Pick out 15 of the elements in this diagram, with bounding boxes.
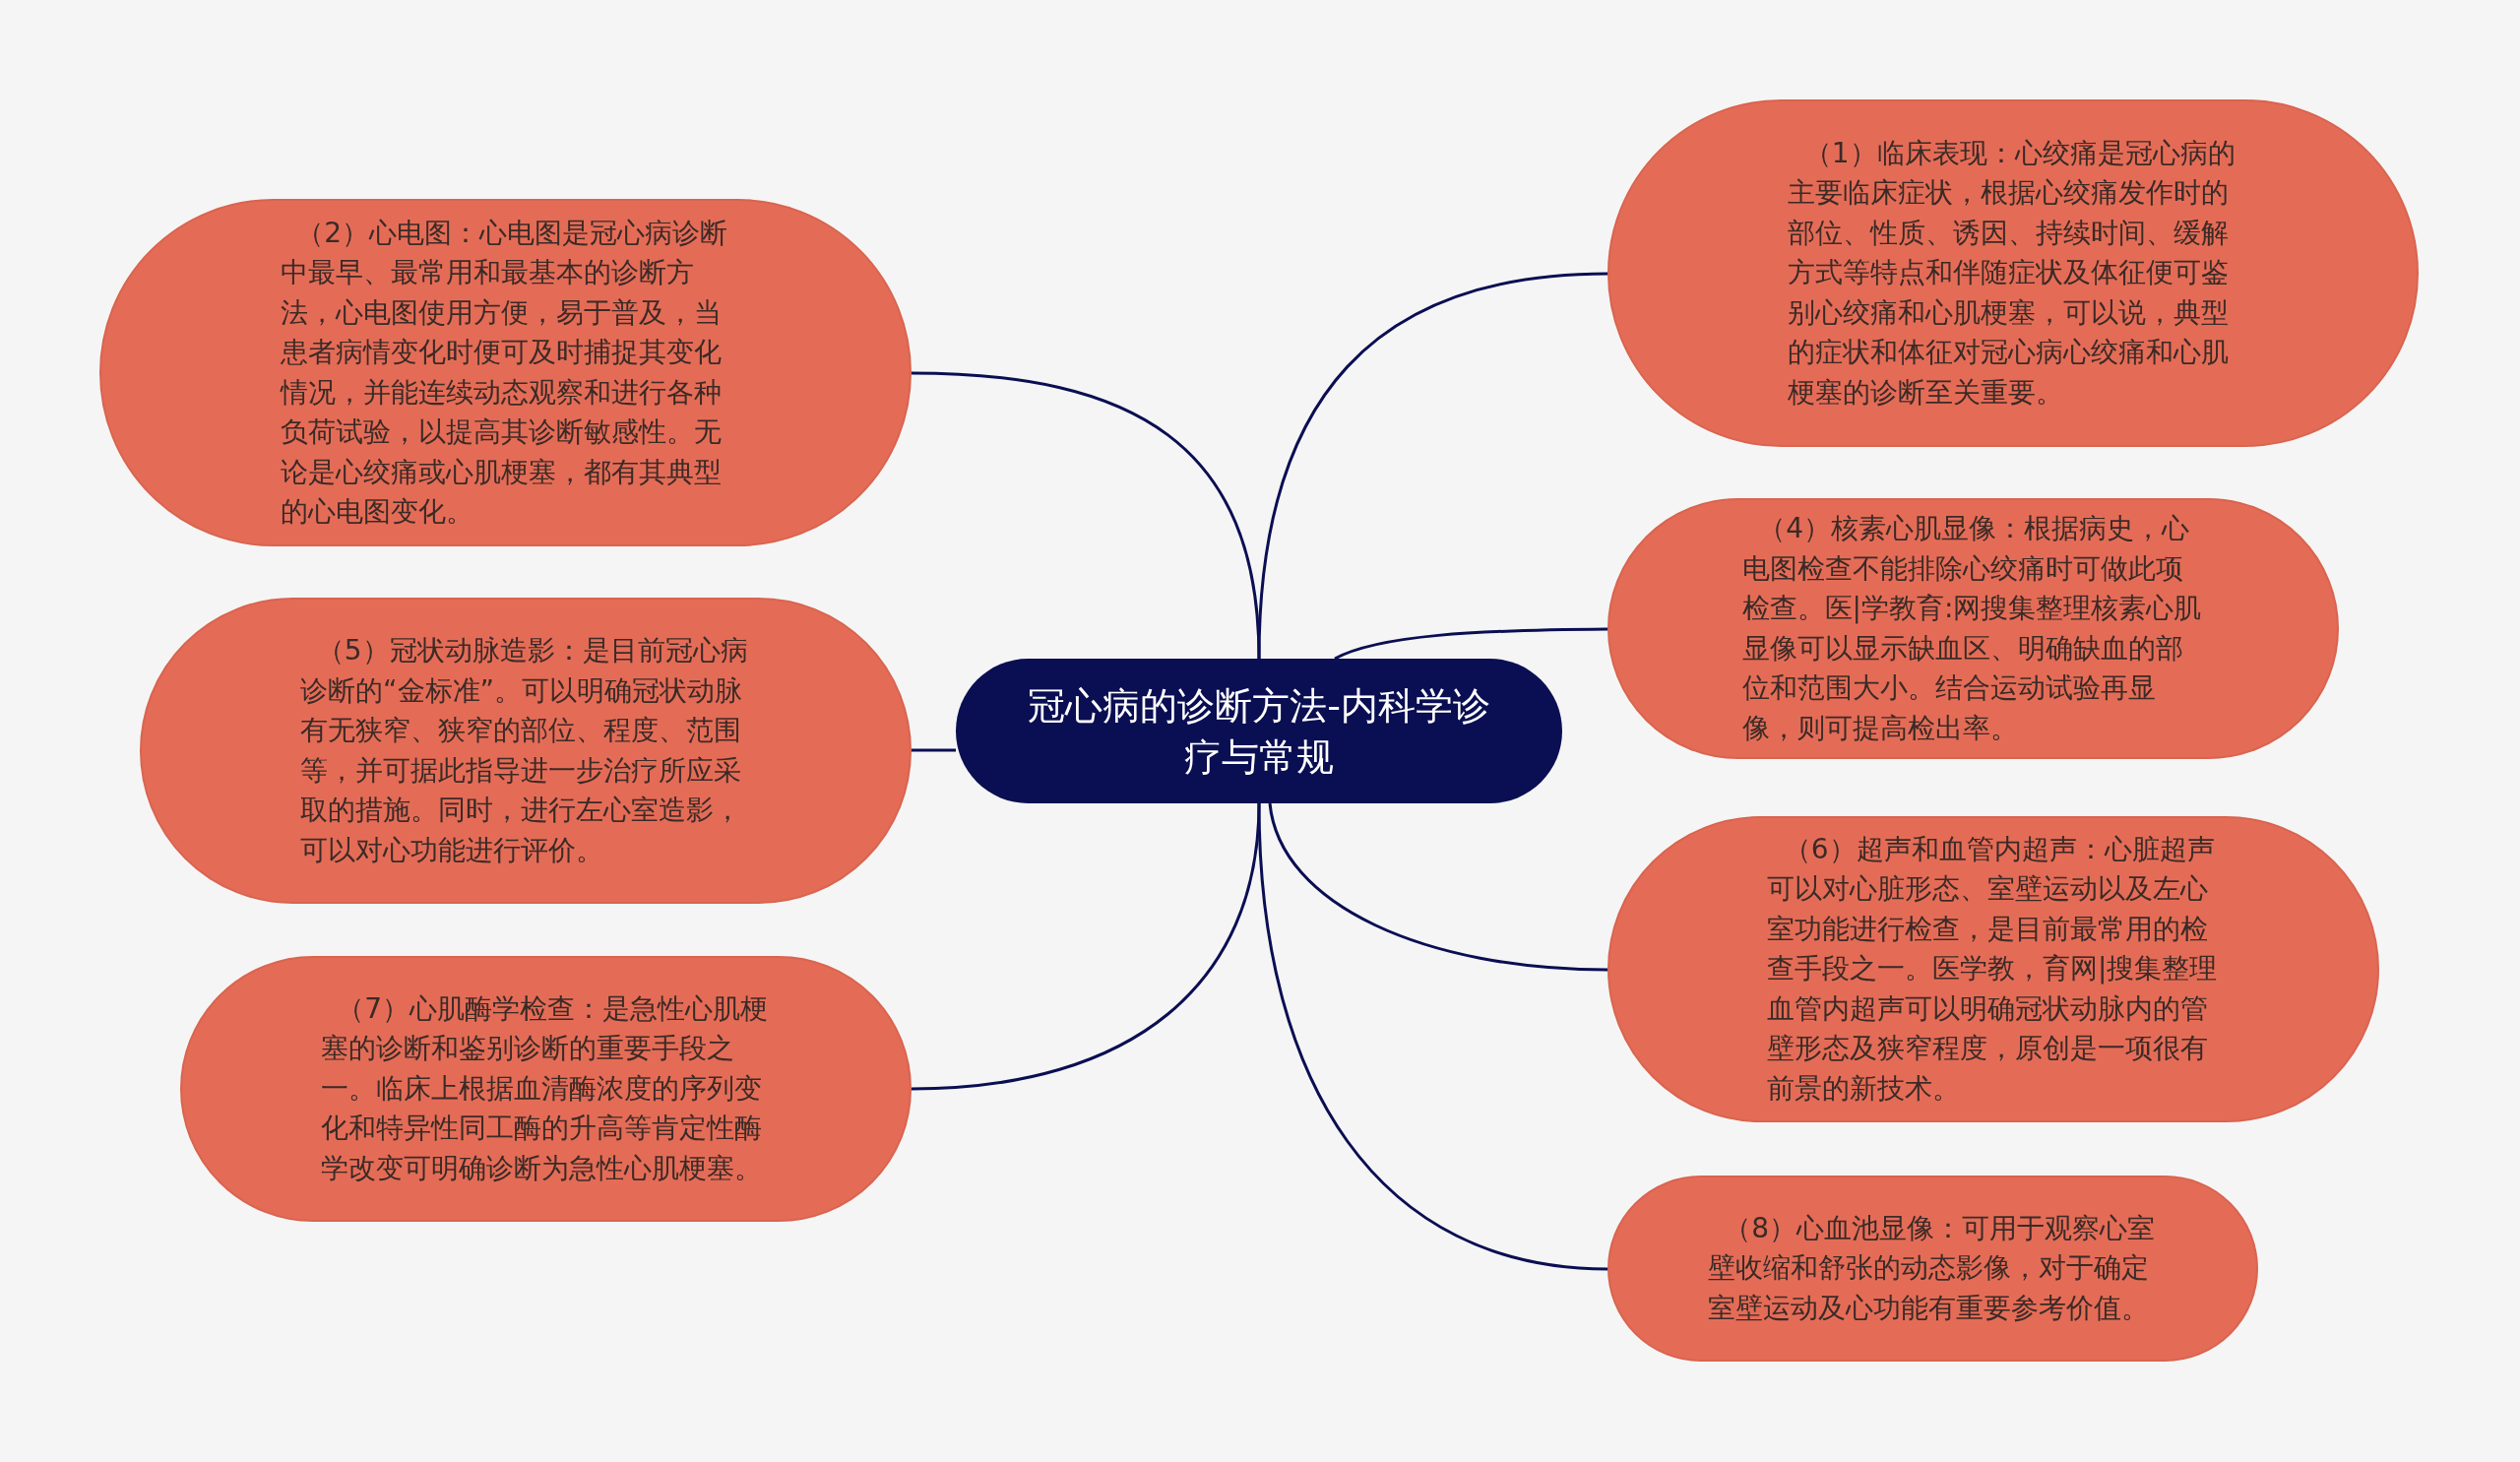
bubble-text: （6）超声和血管内超声：心脏超声可以对心脏形态、室壁运动以及左心室功能进行检查，是目前最常用的检查手段之一。医学教，育网|搜集整理血管内超声可以明确冠状动脉内的管壁形态及狭窄程度，原创是一项很有前景的新技术。	[1767, 831, 2219, 1107]
bubble-text: （4）核素心肌显像：根据病史，心电图检查不能排除心绞痛时可做此项检查。医|学教育:网搜集整理核素心肌显像可以显示缺血区、明确缺血的部位和范围大小。结合运动试验再显像，则可提高检出率。	[1741, 511, 2203, 746]
connector-line	[912, 748, 956, 752]
bubble-text: （2）心电图：心电图是冠心病诊断中最早、最常用和最基本的诊断方法，心电图使用方便，易于普及，当患者病情变化时便可及时捕捉其变化情况，并能连续动态观察和进行各种负荷试验，以提高其诊断敏感性。无论是心绞痛或心肌梗塞，都有其典型的心电图变化。	[280, 215, 729, 530]
bubble-text: （5）冠状动脉造影：是目前冠心病诊断的“金标准”。可以明确冠状动脉有无狭窄、狭窄的部位、程度、范围等，并可据此指导进一步治疗所应采取的措施。同时，进行左心室造影，可以对心功能进行评价。	[300, 633, 749, 868]
connector-line	[1334, 627, 1607, 661]
connector-line	[1268, 802, 1608, 972]
bubble-text: （8）心血池显像：可用于观察心室壁收缩和舒张的动态影像，对于确定室壁运动及心功能有重要参考价值。	[1707, 1210, 2157, 1326]
connector-line	[1257, 272, 1608, 660]
connector-line	[911, 371, 1261, 660]
bubble-text: （7）心肌酶学检查：是急性心肌梗塞的诊断和鉴别诊断的重要手段之一。临床上根据血清酶浓度的序列变化和特异性同工酶的升高等肯定性酶学改变可明确诊断为急性心肌梗塞。	[320, 990, 770, 1186]
connector-line	[911, 802, 1261, 1091]
connector-line	[1257, 802, 1608, 1271]
bubble-text: （1）临床表现：心绞痛是冠心病的主要临床症状，根据心绞痛发作时的部位、性质、诱因、持续时间、缓解方式等特点和伴随症状及体征便可鉴别心绞痛和心肌梗塞，可以说，典型的症状和体征对冠心病心绞痛和心肌梗塞的诊断至关重要。	[1788, 135, 2236, 411]
topic-title: 冠心病的诊断方法-内科学诊疗与常规	[1027, 682, 1491, 781]
